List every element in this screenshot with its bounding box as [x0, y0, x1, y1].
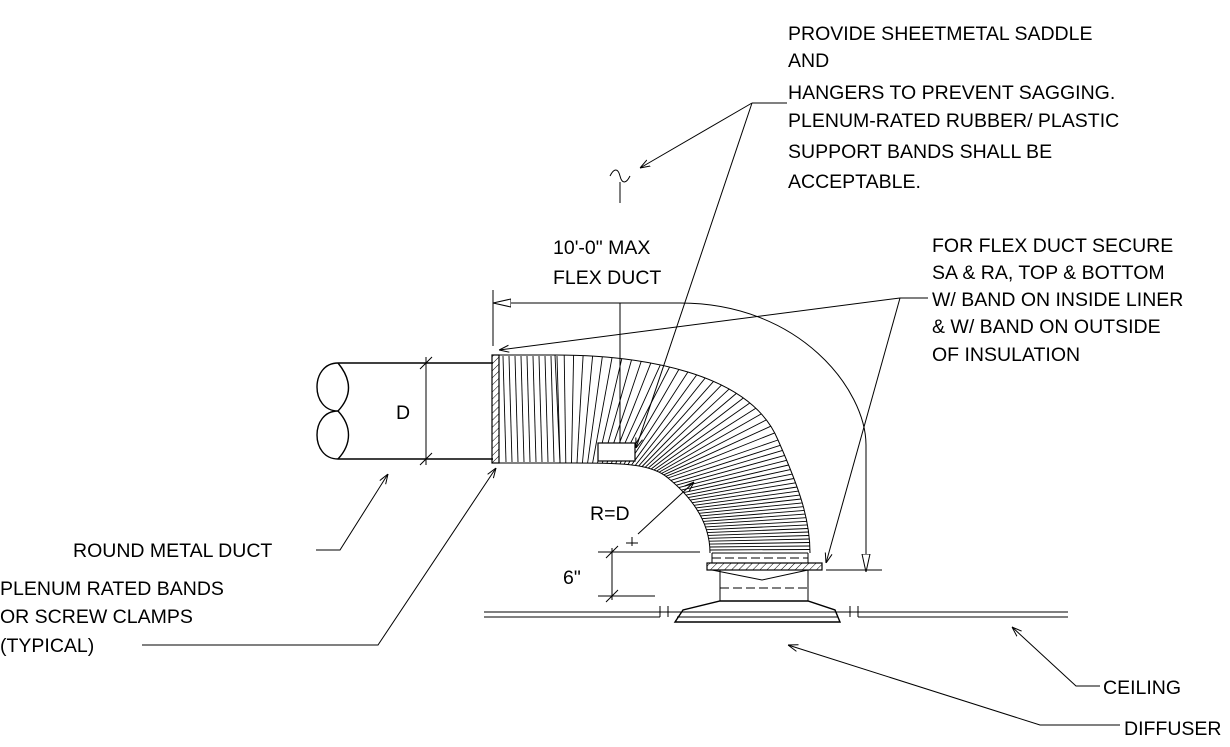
svg-text:OR SCREW CLAMPS: OR SCREW CLAMPS	[0, 606, 193, 628]
rib-line	[520, 355, 525, 463]
radius-label: R=D	[590, 503, 630, 525]
rib-line	[502, 355, 507, 463]
diameter-dimension: D	[396, 356, 433, 466]
secure-note: FOR FLEX DUCT SECURE SA & RA, TOP & BOTT…	[932, 235, 1183, 366]
rib-line	[709, 538, 810, 542]
diffuser	[673, 600, 842, 623]
svg-text:OF INSULATION: OF INSULATION	[932, 344, 1080, 366]
rib-line	[707, 531, 809, 536]
saddle-note: PROVIDE SHEETMETAL SADDLE AND HANGERS TO…	[788, 23, 1119, 193]
radius-leader	[626, 482, 694, 546]
rib-line	[550, 355, 555, 463]
rib-line	[708, 535, 810, 539]
rib-line	[563, 355, 567, 464]
rib-line	[709, 549, 811, 551]
svg-text:PLENUM RATED BANDS: PLENUM RATED BANDS	[0, 578, 224, 600]
diameter-label: D	[396, 402, 410, 424]
svg-text:(TYPICAL): (TYPICAL)	[0, 635, 94, 657]
svg-text:SA & RA, TOP & BOTTOM: SA & RA, TOP & BOTTOM	[932, 262, 1165, 284]
rib-line	[709, 545, 810, 548]
svg-text:PROVIDE SHEETMETAL SADDLE: PROVIDE SHEETMETAL SADDLE	[788, 23, 1093, 45]
ceiling-leader	[1012, 627, 1100, 687]
rib-line	[676, 454, 785, 486]
rib-line	[544, 355, 549, 463]
ceiling-label: CEILING	[1103, 677, 1181, 699]
saddle	[597, 442, 636, 462]
offset-dimension	[598, 545, 700, 603]
diffuser-label: DIFFUSER	[1124, 718, 1222, 740]
rib-line	[532, 355, 537, 463]
rib-line	[638, 381, 714, 467]
bands-note: PLENUM RATED BANDS OR SCREW CLAMPS (TYPI…	[0, 578, 224, 657]
diffuser-leader	[788, 645, 1120, 726]
svg-text:W/ BAND ON INSIDE LINER: W/ BAND ON INSIDE LINER	[932, 289, 1183, 311]
rib-line	[514, 355, 519, 463]
svg-text:FLEX DUCT: FLEX DUCT	[553, 267, 661, 289]
rib-line	[576, 355, 584, 464]
offset-label: 6"	[563, 567, 581, 589]
round-metal-duct	[316, 362, 493, 460]
rib-line	[694, 490, 799, 506]
rib-line	[526, 355, 531, 463]
rib-line	[709, 542, 810, 545]
svg-text:PLENUM-RATED RUBBER/ PLASTIC: PLENUM-RATED RUBBER/ PLASTIC	[788, 110, 1119, 132]
connection-band	[491, 354, 500, 464]
collar-band	[706, 562, 823, 571]
svg-text:10'-0" MAX: 10'-0" MAX	[553, 237, 650, 259]
rib-line	[651, 397, 744, 470]
svg-text:HANGERS TO PREVENT SAGGING.: HANGERS TO PREVENT SAGGING.	[788, 82, 1115, 104]
rib-line	[663, 425, 771, 476]
diffuser-collar	[706, 552, 823, 601]
max-length-dimension	[492, 290, 882, 572]
saddle-note-leaders	[609, 102, 787, 448]
rib-line	[581, 356, 594, 464]
svg-text:ACCEPTABLE.: ACCEPTABLE.	[788, 171, 921, 193]
secure-note-leaders	[499, 297, 928, 563]
bands-leader	[142, 468, 496, 646]
rib-line	[704, 517, 807, 525]
rib-line	[538, 355, 543, 463]
svg-text:SUPPORT BANDS SHALL BE: SUPPORT BANDS SHALL BE	[788, 141, 1052, 163]
rib-line	[508, 355, 513, 463]
round-duct-leader	[316, 474, 388, 551]
ceiling	[484, 606, 1068, 618]
round-duct-label: ROUND METAL DUCT	[73, 540, 272, 562]
flex-duct	[499, 354, 811, 554]
svg-text:& W/ BAND ON OUTSIDE: & W/ BAND ON OUTSIDE	[932, 316, 1161, 338]
max-length-note: 10'-0" MAX FLEX DUCT	[553, 237, 661, 289]
rib-line	[648, 393, 737, 469]
rib-line	[692, 486, 798, 504]
svg-text:FOR FLEX DUCT SECURE: FOR FLEX DUCT SECURE	[932, 235, 1173, 257]
svg-text:AND: AND	[788, 50, 829, 72]
rib-line	[571, 355, 575, 464]
